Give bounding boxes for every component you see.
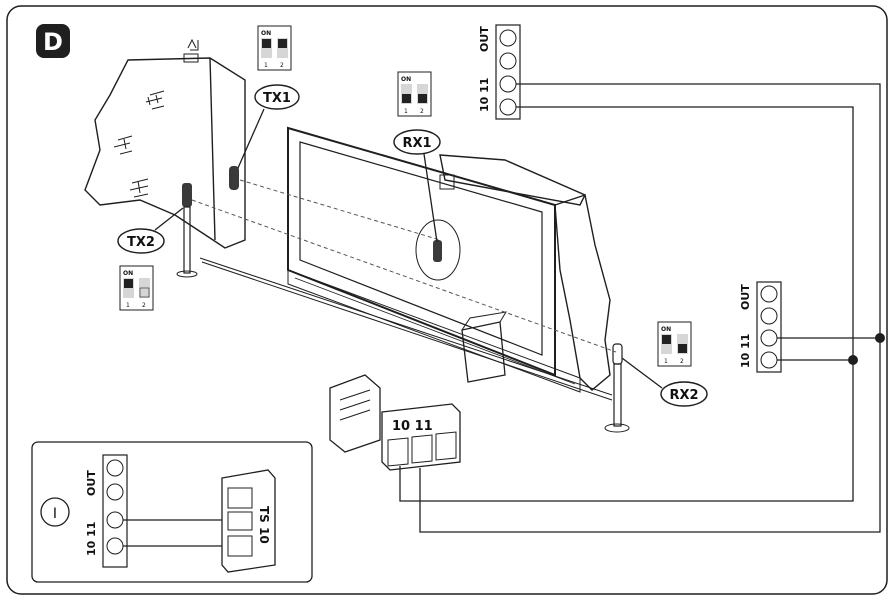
right-concrete-pillar	[439, 154, 611, 391]
control-unit-terminal-label: 10 11	[392, 419, 433, 434]
figure-frame	[6, 5, 888, 595]
sliding-gate	[199, 126, 613, 401]
dip-tx1-pos2: 2	[280, 62, 284, 69]
dip-rx2-pos1: 1	[664, 358, 668, 365]
wire-top-10	[399, 106, 854, 502]
inset-ts-label: TS 10	[257, 506, 271, 544]
inset-symbol-circle	[40, 497, 70, 527]
inset-ts-terminal: TS 10	[221, 469, 276, 573]
dip-rx1-pos1: 1	[404, 108, 408, 115]
wire-right-11	[419, 337, 881, 533]
dip-tx2-pos1: 1	[126, 302, 130, 309]
terminal-block-right: OUT 10 11	[739, 281, 782, 373]
terminal-top-out-label: OUT	[478, 26, 491, 52]
callout-rx2: RX2	[621, 357, 708, 407]
inset-out-label: OUT	[85, 470, 98, 496]
dip-switch-rx1: ON 1 2	[397, 71, 432, 117]
dip-rx1-pos2: 2	[420, 108, 424, 115]
callout-tx1: TX1	[237, 84, 300, 169]
dip-tx2-pos2: 2	[142, 302, 146, 309]
dip-tx1-on-label: ON	[261, 30, 271, 37]
beam-tx2-rx2	[191, 199, 617, 353]
dip-tx1-pos1: 1	[264, 62, 268, 69]
dip-switch-tx2: ON 1 2	[119, 265, 154, 311]
inset-numbers-label: 10 11	[85, 522, 98, 556]
control-unit-terminal: 10 11	[381, 403, 461, 471]
junction-10	[848, 355, 858, 365]
junction-11	[875, 333, 885, 343]
dip-rx2-on-label: ON	[661, 326, 671, 333]
inset-panel: I OUT 10 11 TS 10	[31, 441, 313, 583]
panel-badge: D	[36, 24, 70, 58]
callout-tx1-label: TX1	[263, 91, 291, 106]
left-wall-pillar	[84, 38, 246, 249]
dip-rx2-pos2: 2	[680, 358, 684, 365]
terminal-block-top: OUT 10 11	[478, 24, 521, 120]
callout-rx1-label: RX1	[402, 136, 431, 151]
wire-top-11	[516, 83, 881, 338]
gate-motor	[461, 311, 507, 383]
dip-rx1-on-label: ON	[401, 76, 411, 83]
rx1-photocell	[433, 240, 442, 262]
callout-rx1: RX1	[393, 129, 441, 243]
dip-switch-rx2: ON 1 2	[657, 321, 692, 367]
panel-letter: D	[43, 28, 63, 56]
tx1-photocell	[229, 166, 239, 190]
terminal-top-numbers-label: 10 11	[478, 78, 491, 112]
control-unit	[329, 374, 381, 453]
tx2-post	[176, 183, 198, 278]
callout-tx2-label: TX2	[127, 235, 155, 250]
wiring	[399, 83, 881, 533]
terminal-right-numbers-label: 10 11	[739, 334, 752, 368]
callout-tx2: TX2	[117, 207, 184, 254]
rx2-post	[604, 343, 630, 433]
beam-tx1-rx1	[239, 179, 441, 241]
dip-switch-tx1: ON 1 2	[257, 25, 292, 71]
terminal-right-out-label: OUT	[739, 284, 752, 310]
dip-tx2-on-label: ON	[123, 270, 133, 277]
callout-rx2-label: RX2	[669, 388, 698, 403]
inset-symbol: I	[53, 506, 57, 522]
